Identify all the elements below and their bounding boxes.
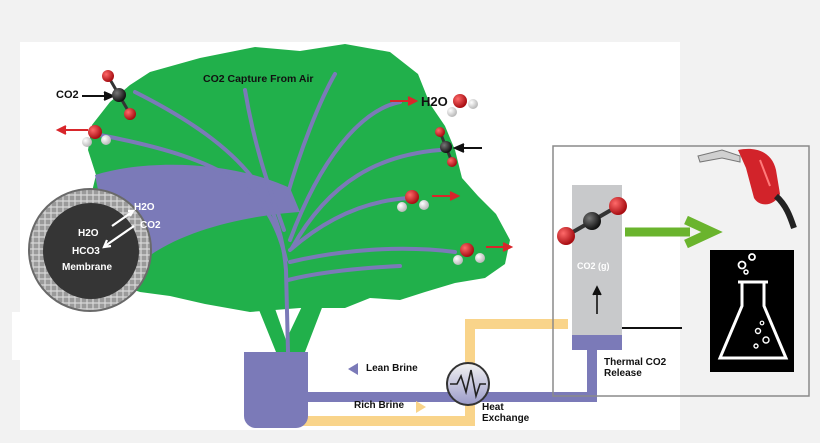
co2-molecule-icon — [557, 197, 627, 245]
membrane-h2o-out-label: H2O — [134, 202, 155, 213]
background-panel-left — [12, 312, 82, 360]
co2-molecule-icon — [102, 70, 136, 120]
lean-brine-label: Lean Brine — [366, 363, 418, 374]
co2-molecule-icon — [435, 127, 457, 167]
release-frame — [552, 145, 810, 397]
membrane-name-label: Membrane — [62, 262, 113, 273]
h2o-molecule-icon — [453, 243, 485, 265]
release-column-base — [572, 335, 622, 350]
co2-intake-arrows — [82, 91, 482, 153]
h2o-molecule-icon — [82, 125, 111, 147]
tree-trunk — [255, 300, 325, 352]
flask-icon — [717, 253, 789, 360]
membrane-h2o-in-label: H2O — [78, 228, 99, 239]
membrane-arrows — [102, 209, 135, 249]
capture-title: CO2 Capture From Air — [203, 73, 314, 85]
h2o-release-arrows — [55, 96, 514, 252]
rich-brine-label: Rich Brine — [354, 400, 405, 411]
co2-gas-label: CO2 (g) — [577, 261, 610, 271]
lean-brine-pipe — [300, 350, 597, 402]
membrane-core — [43, 203, 139, 299]
rich-brine-arrow — [416, 401, 426, 413]
heat-exchanger-icon — [446, 362, 490, 406]
h2o-molecule-icon — [397, 190, 429, 212]
lean-brine-arrow — [348, 363, 358, 375]
membrane-co2-in-label: CO2 — [140, 220, 161, 231]
h2o-molecule-icon — [447, 94, 478, 117]
up-arrow-icon — [592, 285, 602, 314]
membrane-hco3-label: HCO3 — [72, 246, 100, 257]
h2o-output-label: H2O — [421, 94, 448, 109]
fuel-nozzle-icon — [697, 148, 797, 229]
co2-input-label: CO2 — [56, 89, 79, 101]
tree-branches — [98, 72, 457, 354]
